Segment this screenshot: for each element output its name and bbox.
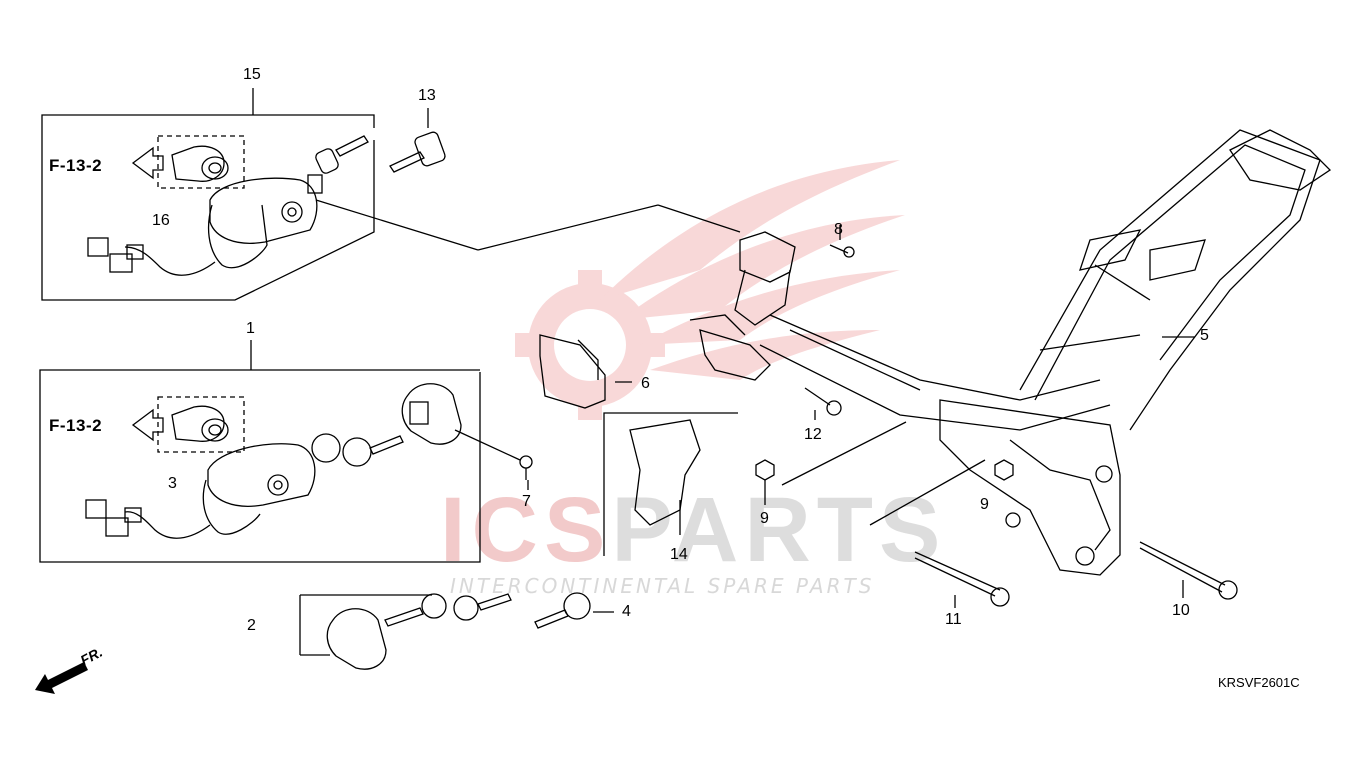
part-14: [603, 412, 738, 556]
part-7: [454, 429, 533, 490]
part-9-left: [755, 459, 775, 505]
callout-6: 6: [641, 375, 650, 392]
callout-15: 15: [243, 66, 261, 83]
callout-9-left: 9: [760, 510, 769, 527]
part-2-group: [299, 593, 512, 670]
callout-11: 11: [945, 611, 962, 628]
callout-12: 12: [804, 426, 822, 443]
callout-16: 16: [152, 212, 170, 229]
callout-5: 5: [1200, 327, 1209, 344]
reference-label-bottom: F-13-2: [49, 416, 103, 435]
part-6: [539, 334, 632, 409]
callout-10: 10: [1172, 602, 1190, 619]
callout-9-right: 9: [980, 496, 989, 513]
part-12: [804, 387, 842, 420]
callout-1: 1: [246, 320, 255, 337]
part-5-frame: [689, 129, 1332, 576]
part-9-right: [994, 459, 1014, 481]
watermark-brand: ICSPARTS: [440, 479, 947, 581]
callout-13: 13: [418, 87, 436, 104]
callout-4: 4: [622, 603, 631, 620]
callout-2: 2: [247, 617, 256, 634]
part-4: [534, 592, 614, 629]
group-box-15: [41, 88, 375, 301]
part-11: [914, 551, 1010, 608]
callout-14: 14: [670, 546, 688, 563]
group-box-1: [39, 340, 481, 563]
part-13: [389, 108, 446, 173]
diagram-code: KRSVF2601C: [1218, 675, 1300, 690]
callout-3: 3: [168, 475, 177, 492]
watermark-tagline: INTERCONTINENTAL SPARE PARTS: [450, 574, 875, 598]
part-8: [829, 225, 855, 258]
reference-label-top: F-13-2: [49, 156, 103, 175]
callout-7: 7: [522, 493, 531, 510]
front-arrow: [35, 662, 88, 694]
part-10: [1139, 541, 1238, 600]
callout-8: 8: [834, 221, 843, 238]
